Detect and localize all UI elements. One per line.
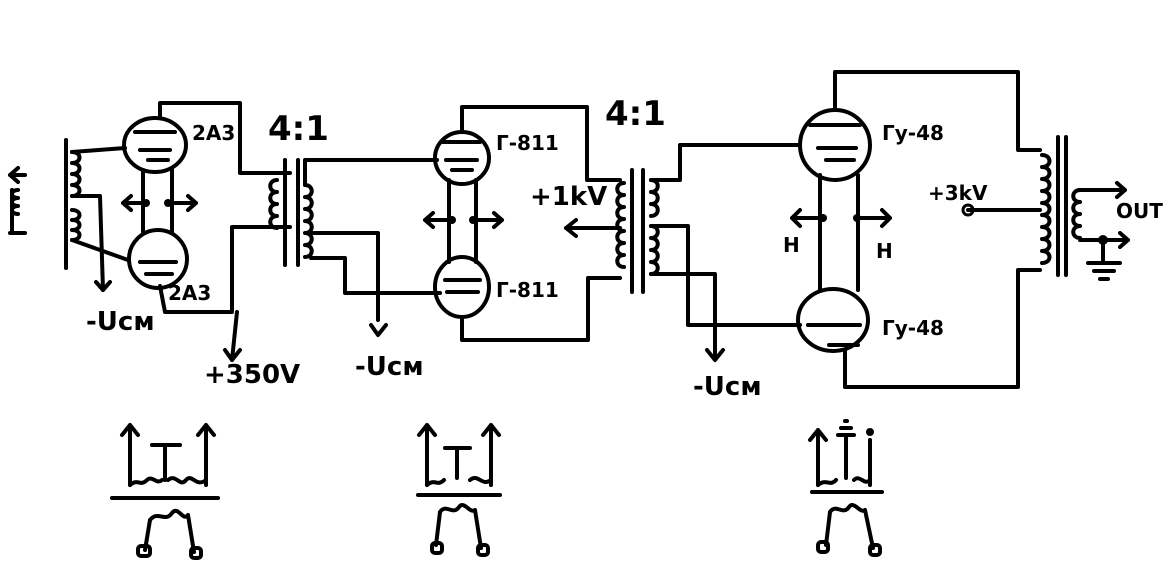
tube-bottom-label: 2A3 [168, 281, 211, 305]
tube-bottom-label: Гу-48 [882, 316, 944, 340]
tube-2a3-top [122, 116, 188, 174]
stage3: Гу-48 Гу-48 -Uсм +3kV H H OUT [649, 70, 1163, 402]
tube-gu48-bottom [796, 287, 870, 353]
bias-label: -Uсм [86, 307, 155, 337]
stage1: 2A3 2A3 -Uсм +350V [8, 101, 314, 390]
bias-label: -Uсм [693, 372, 762, 402]
tube-g811-top [433, 130, 491, 186]
input-transformer [8, 138, 130, 292]
tube-g811-bottom [433, 255, 491, 319]
heater-label-left: H [783, 233, 800, 257]
output-label: OUT [1116, 199, 1163, 223]
tube-top-label: 2A3 [192, 121, 235, 145]
tube-top-label: Гу-48 [882, 121, 944, 145]
supply-label: +3kV [928, 181, 988, 205]
tube-top-label: Г-811 [496, 131, 559, 155]
heater-supply-1 [110, 423, 220, 560]
tube-2a3-bottom [127, 228, 189, 290]
tube-gu48-top [798, 108, 872, 182]
supply-label: +350V [204, 360, 300, 390]
supply-label: +1kV [530, 182, 607, 212]
bias-label: -Uсм [355, 352, 424, 382]
heater-supply-2 [416, 423, 502, 557]
ratio-label-1: 4:1 [268, 109, 329, 149]
heater-supply-3 [808, 419, 884, 557]
stage2: Г-811 Г-811 -Uсм +1kV [303, 105, 660, 382]
heater-label-right: H [876, 239, 893, 263]
ratio-label-2: 4:1 [605, 94, 666, 134]
tube-bottom-label: Г-811 [496, 278, 559, 302]
